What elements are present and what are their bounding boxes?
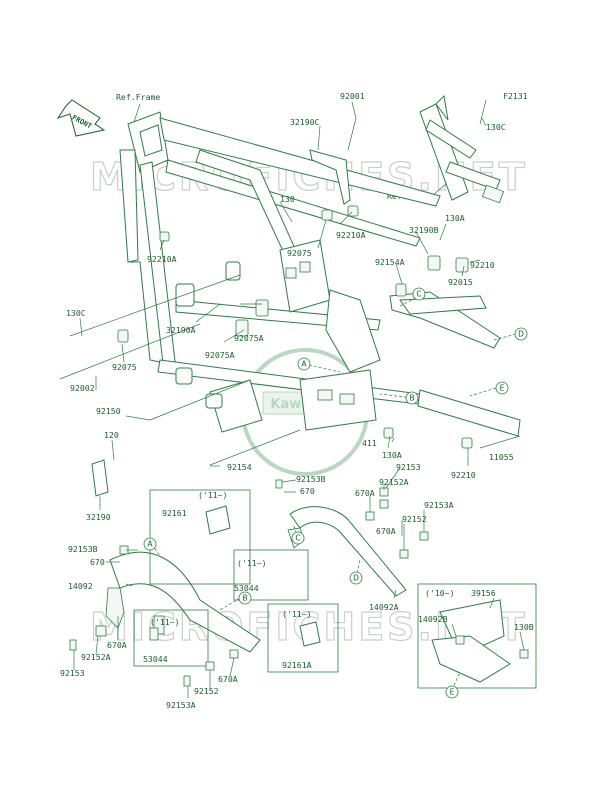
part-label-130a-right: 130A: [445, 213, 465, 223]
part-label-670-top: 670: [300, 486, 315, 496]
part-label-130c-right: 130C: [486, 122, 506, 132]
part-label-92075a-2: 92075A: [205, 350, 235, 360]
part-label-411: 411: [362, 438, 377, 448]
part-label-670-left: 670: [90, 557, 105, 567]
part-label-130a-mid: 130A: [382, 450, 402, 460]
part-label-92154: 92154: [227, 462, 252, 472]
part-label-92153-mid: 92153: [396, 462, 421, 472]
part-label-130c-left: 130C: [66, 308, 86, 318]
svg-text:E: E: [450, 688, 455, 697]
callout-d-1: D: [514, 327, 528, 341]
callout-a-1: A: [297, 357, 311, 371]
year-note-14092b: ('10~): [425, 588, 455, 598]
part-label-92161a: 92161A: [282, 660, 312, 670]
callout-e-1: E: [495, 381, 509, 395]
part-label-92161: 92161: [162, 508, 187, 518]
figure-code: F2131: [503, 91, 528, 101]
part-label-92153-left: 92153: [60, 668, 85, 678]
part-label-92001: 92001: [340, 91, 365, 101]
svg-text:A: A: [147, 540, 153, 549]
lower-hardware: [69, 479, 529, 687]
fender-left: [95, 551, 261, 653]
part-label-92154a: 92154A: [375, 257, 405, 267]
ref-frame-label-left: Ref.Frame: [116, 92, 160, 102]
box-14092b: [417, 583, 537, 689]
box-53044-left: [133, 609, 209, 667]
svg-text:B: B: [409, 394, 414, 403]
part-label-53044-center: 53044: [234, 583, 259, 593]
part-label-92153b-left: 92153B: [68, 544, 98, 554]
part-label-32190b: 32190B: [409, 225, 439, 235]
part-label-92153a-bottom: 92153A: [166, 700, 196, 710]
year-note-53044-center: ('11~): [237, 558, 267, 568]
callout-b-2: B: [238, 591, 252, 605]
svg-text:A: A: [301, 360, 307, 369]
part-label-92150: 92150: [96, 406, 121, 416]
part-label-14092b: 14092B: [418, 614, 448, 624]
svg-text:E: E: [500, 384, 505, 393]
part-label-670a-left: 670A: [107, 640, 127, 650]
trim-92161: [205, 505, 231, 535]
part-label-32190: 32190: [86, 512, 111, 522]
part-labels: 92001 32190C 130 92210A 92075 92210A 130…: [60, 91, 534, 710]
part-label-53044-left: 53044: [143, 654, 168, 664]
part-label-92075-top: 92075: [287, 248, 312, 258]
part-label-14092: 14092: [68, 581, 93, 591]
part-label-92015: 92015: [448, 277, 473, 287]
callout-c-2: C: [291, 531, 305, 545]
part-label-92153b-top: 92153B: [296, 474, 326, 484]
box-53044-center: [233, 549, 309, 601]
part-label-32190a: 32190A: [166, 325, 196, 335]
part-label-130b: 130B: [514, 622, 534, 632]
year-notes: ('11~) ('11~) ('11~) ('11~) ('10~): [150, 490, 455, 627]
year-note-92161: ('11~): [198, 490, 228, 500]
callout-a-2: A: [143, 537, 157, 551]
part-label-92002: 92002: [70, 383, 95, 393]
part-label-39156: 39156: [471, 588, 496, 598]
svg-text:D: D: [353, 574, 359, 583]
part-label-92210a-mid: 92210A: [336, 230, 366, 240]
callout-d-2: D: [349, 571, 363, 585]
part-label-92153a-right: 92153A: [424, 500, 454, 510]
part-label-14092a: 14092A: [369, 602, 399, 612]
part-label-670a-right: 670A: [376, 526, 396, 536]
leader-lines: [73, 101, 525, 698]
svg-text:C: C: [295, 534, 300, 543]
svg-text:C: C: [416, 290, 421, 299]
frame-bolts: [59, 99, 521, 497]
part-label-92210-mid: 92210: [451, 470, 476, 480]
year-note-92161a: ('11~): [282, 609, 312, 619]
callout-c-1: C: [412, 287, 426, 301]
part-label-11055: 11055: [489, 452, 514, 462]
callout-e-2: E: [445, 685, 459, 699]
part-label-92210-right: 92210: [470, 260, 495, 270]
part-label-92152-bottom: 92152: [194, 686, 219, 696]
part-label-92075a-1: 92075A: [234, 333, 264, 343]
box-92161a: [267, 603, 339, 673]
part-label-92152a-left: 92152A: [81, 652, 111, 662]
part-label-670a-mid: 670A: [355, 488, 375, 498]
part-label-670a-bottom: 670A: [218, 674, 238, 684]
part-label-92152-right: 92152: [402, 514, 427, 524]
part-label-92210a-left: 92210A: [147, 254, 177, 264]
svg-text:B: B: [242, 594, 247, 603]
callout-b-1: B: [405, 391, 419, 405]
part-label-130: 130: [280, 194, 295, 204]
part-label-92075-left: 92075: [112, 362, 137, 372]
year-note-53044-left: ('11~): [150, 617, 180, 627]
box-92161: [149, 489, 251, 585]
svg-text:D: D: [518, 330, 524, 339]
part-label-32190c: 32190C: [290, 117, 320, 127]
motorcycle-frame: [119, 94, 505, 433]
part-label-120: 120: [104, 430, 119, 440]
part-label-92152a-mid: 92152A: [379, 477, 409, 487]
front-arrow-icon: FRONT: [56, 99, 106, 137]
